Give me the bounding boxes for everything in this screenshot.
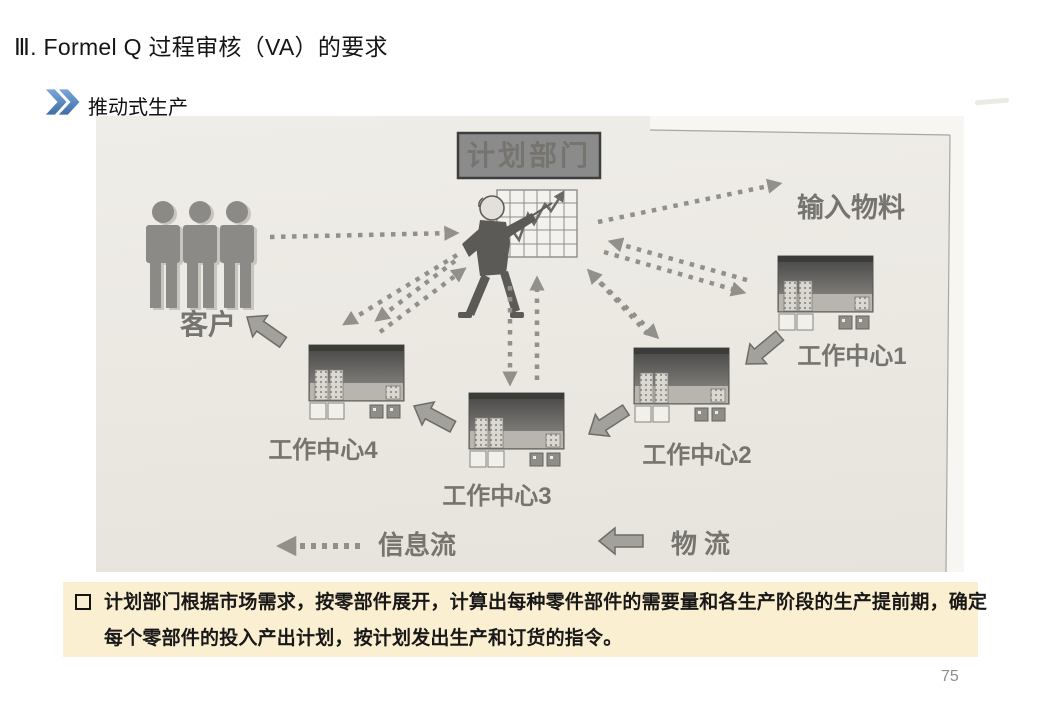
work-center-2-label: 工作中心2 — [642, 442, 751, 469]
block-arrow-wc1-to-wc2 — [736, 325, 789, 375]
note-text: 计划部门根据市场需求，按零部件展开，计算出每种零件部件的需要量和各生产阶段的生产… — [104, 585, 987, 657]
dotted-arrow-customer-to-planner — [269, 225, 460, 241]
paper-top-edge — [649, 129, 951, 136]
block-arrow-wc3-to-wc4 — [407, 393, 460, 439]
dotted-arrow-wc2-to-planner — [586, 268, 650, 336]
info-flow-label: 信息流 — [378, 530, 456, 560]
note-text-line-2: 每个零部件的投入产出计划，按计划发出生产和订货的指令。 — [104, 628, 623, 649]
dotted-arrow-wc1-to-planner — [607, 237, 748, 283]
dotted-arrow-planner-to-wc1 — [603, 249, 747, 297]
customers-icon — [146, 201, 257, 310]
planning-dept-box: 计划部门 — [456, 131, 602, 180]
work-center-1-label: 工作中心1 — [797, 343, 906, 370]
material-flow-label: 物流 — [671, 529, 737, 559]
page-title: Ⅲ. Formel Q 过程审核（VA）的要求 — [14, 34, 388, 60]
input-material-label: 输入物料 — [797, 192, 905, 223]
information-flow-arrows — [269, 178, 783, 387]
production-diagram-photo: 计划部门 — [96, 116, 964, 572]
push-production-diagram: 计划部门 — [146, 116, 964, 572]
trend-chart — [496, 189, 578, 258]
work-center-1-machine — [777, 255, 874, 331]
square-bullet-icon — [75, 594, 91, 610]
work-center-2-machine — [633, 347, 730, 423]
customer-label: 客户 — [180, 308, 236, 340]
double-chevron-icon — [44, 88, 80, 116]
dotted-arrow-wc4-to-planner — [378, 267, 467, 334]
paper-right-edge — [945, 134, 951, 572]
planner-figure — [458, 195, 553, 318]
dotted-arrow-planner-to-customer — [342, 253, 459, 326]
block-arrow-wc4-to-customer — [238, 305, 292, 354]
note-text-line-1: 计划部门根据市场需求，按零部件展开，计算出每种零件部件的需要量和各生产阶段的生产… — [104, 592, 988, 613]
planning-dept-label: 计划部门 — [467, 140, 591, 171]
subtitle: 推动式生产 — [88, 97, 188, 119]
note-box: 计划部门根据市场需求，按零部件展开，计算出每种零件部件的需要量和各生产阶段的生产… — [63, 582, 987, 657]
block-arrow-wc2-to-wc3 — [581, 398, 634, 446]
page-number: 75 — [941, 668, 959, 685]
work-center-3-label: 工作中心3 — [442, 483, 551, 510]
dotted-arrow-planner-to-input — [597, 178, 783, 225]
work-center-4-machine — [308, 344, 405, 420]
dotted-arrow-planner-to-wc4 — [374, 259, 457, 322]
paper-corner-sliver — [974, 97, 1010, 106]
work-center-4-label: 工作中心4 — [268, 437, 378, 464]
work-center-3-machine — [468, 392, 565, 468]
block-arrow-material-flow-legend — [598, 527, 644, 555]
